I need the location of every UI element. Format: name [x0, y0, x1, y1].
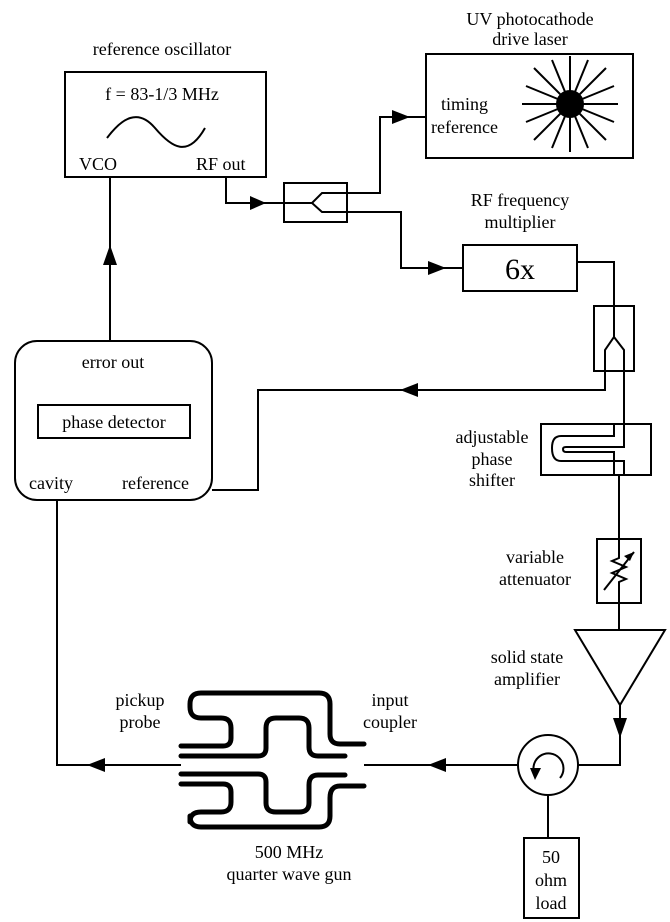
amplifier-triangle-icon — [573, 629, 667, 707]
multiplier-input-arrow — [428, 261, 446, 275]
gun-upper-inner — [178, 715, 348, 759]
phase-shifter-line1: adjustable — [456, 427, 529, 447]
amplifier-output-line — [578, 705, 621, 766]
quarter-wave-gun: pickup probe input coupler 500 MHz quart… — [116, 690, 417, 884]
laser-title-line2: drive laser — [492, 29, 567, 49]
cavity-signal-line — [56, 500, 181, 766]
pickup-probe-line2: probe — [120, 712, 161, 732]
laser-starburst-icon — [522, 56, 618, 152]
timing-arrow — [392, 110, 410, 124]
rf-out-label: RF out — [196, 154, 246, 174]
gun-name-line1: 500 MHz — [255, 842, 324, 862]
circulator-circle — [517, 734, 579, 796]
reference-oscillator: reference oscillator f = 83-1/3 MHz VCO … — [64, 39, 267, 178]
multiplier-input-line — [347, 211, 463, 269]
phase-detector-box — [37, 404, 191, 439]
timing-line — [347, 116, 426, 194]
phase-shifter-line2: phase — [472, 449, 513, 469]
solid-state-amplifier: solid state amplifier — [491, 629, 667, 707]
load-box — [523, 837, 580, 919]
input-coupler-line2: coupler — [363, 712, 417, 732]
pickup-probe-line1: pickup — [116, 690, 165, 710]
sine-wave-icon — [106, 116, 206, 148]
variable-attenuator: variable attenuator — [499, 538, 642, 604]
circulator — [517, 734, 579, 796]
attenuator-line2: attenuator — [499, 569, 571, 589]
multiplier-box — [462, 244, 578, 292]
input-coupler-line1: input — [371, 690, 408, 710]
amplifier-line1: solid state — [491, 647, 564, 667]
multiplier-factor: 6x — [505, 253, 535, 286]
rf-out-arrow — [250, 196, 266, 210]
directional-coupler — [593, 305, 635, 372]
multiplier-title-line2: multiplier — [485, 212, 556, 232]
timing-label-line2: reference — [431, 117, 498, 137]
reference-oscillator-title: reference oscillator — [93, 39, 231, 59]
multiplier-output-line — [577, 261, 615, 306]
phase-shifter-line3: shifter — [469, 470, 515, 490]
laser-title-line1: UV photocathode — [466, 9, 593, 29]
phase-detector-unit-box — [14, 340, 213, 501]
amplifier-output-arrow — [613, 718, 627, 738]
amplifier-line2: amplifier — [494, 669, 560, 689]
oscillator-frequency: f = 83-1/3 MHz — [105, 84, 219, 104]
adjustable-phase-shifter: adjustable phase shifter — [456, 423, 652, 490]
fifty-ohm-load: 50 ohm load — [523, 837, 580, 919]
gun-lower-outer — [178, 781, 367, 830]
load-line2: ohm — [535, 870, 567, 890]
rf-frequency-multiplier: RF frequency multiplier 6x — [462, 190, 578, 292]
reference-line — [212, 371, 606, 491]
drive-laser: UV photocathode drive laser timing refer… — [425, 9, 634, 159]
vco-label: VCO — [79, 154, 117, 174]
gun-lower-inner — [178, 771, 348, 815]
input-coupler-arrow — [428, 758, 446, 772]
error-out-label: error out — [82, 352, 144, 372]
phase-shifter-trombone — [550, 424, 625, 475]
laser-box — [425, 53, 634, 159]
reference-label: reference — [122, 473, 189, 493]
load-line3: load — [536, 893, 567, 913]
power-splitter — [283, 182, 348, 223]
cavity-signal-arrow — [87, 758, 105, 772]
cavity-label: cavity — [29, 473, 73, 493]
phase-shifter-box — [540, 423, 652, 476]
phase-detector-label: phase detector — [62, 412, 165, 432]
reference-oscillator-box — [64, 71, 267, 178]
circulator-direction-icon — [532, 752, 565, 779]
load-line1: 50 — [542, 847, 560, 867]
gun-upper-outer — [178, 690, 367, 749]
error-out-arrow — [103, 245, 117, 265]
gun-name-line2: quarter wave gun — [227, 864, 352, 884]
reference-arrow — [400, 383, 418, 397]
phase-detector-unit: error out phase detector cavity referenc… — [14, 340, 213, 501]
timing-label-line1: timing — [441, 94, 488, 114]
attenuator-line1: variable — [506, 547, 564, 567]
variable-arrow-icon — [624, 552, 634, 561]
multiplier-title-line1: RF frequency — [471, 190, 569, 210]
